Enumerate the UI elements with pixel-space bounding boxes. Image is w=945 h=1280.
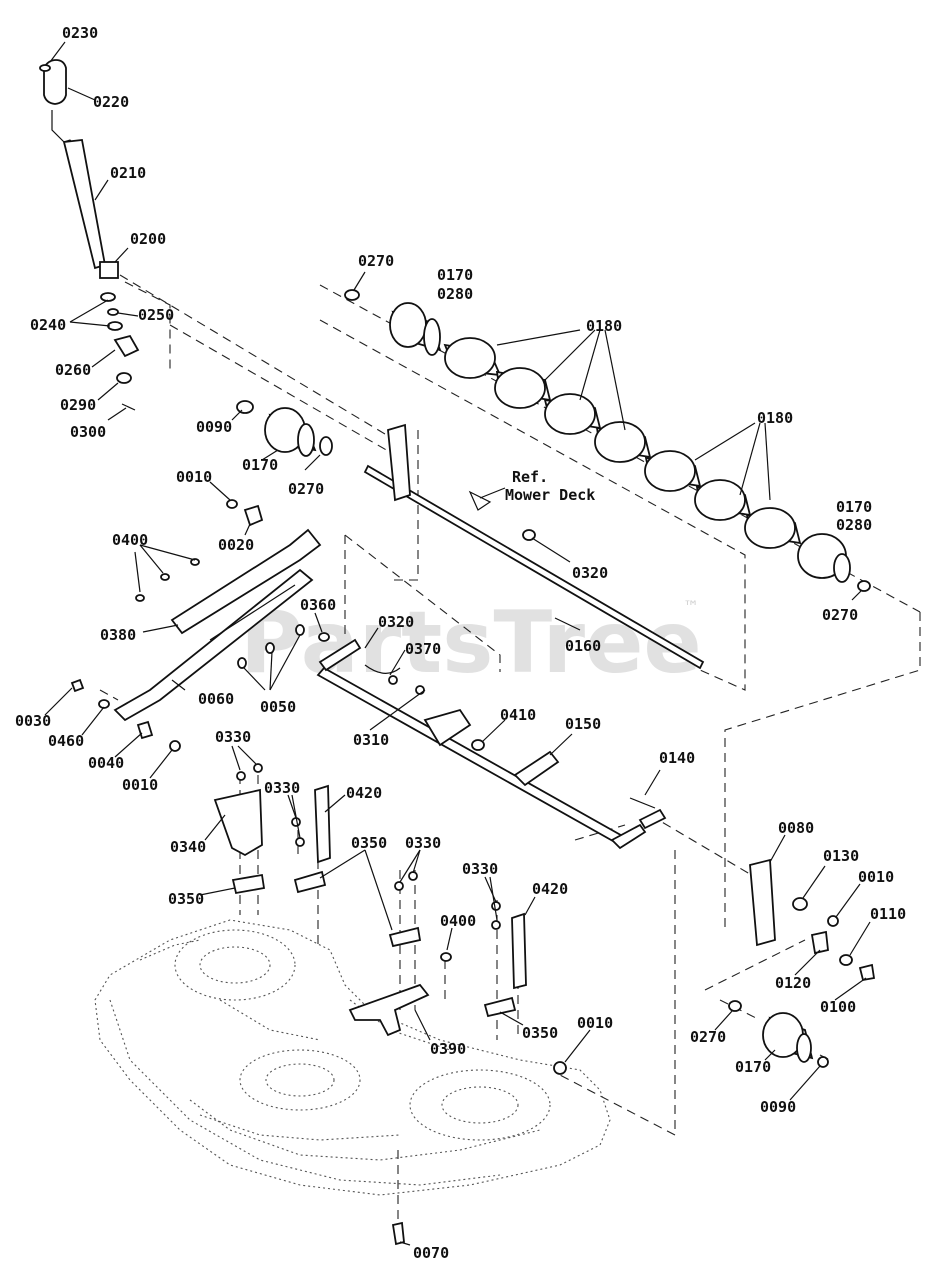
label-0080: 0080 — [778, 819, 814, 837]
label-0140: 0140 — [659, 749, 695, 767]
label-0460: 0460 — [48, 732, 84, 750]
rod-0160 — [363, 423, 705, 670]
label-0330-b: 0330 — [264, 779, 300, 797]
washer-0240a — [100, 292, 116, 302]
label-0320-right: 0320 — [572, 564, 608, 582]
label-0400-mid: 0400 — [440, 912, 476, 930]
deck-brackets — [213, 763, 567, 1246]
lift-links — [70, 499, 322, 752]
label-0340: 0340 — [170, 838, 206, 856]
label-0060: 0060 — [198, 690, 234, 708]
label-0350-mid: 0350 — [351, 834, 387, 852]
washer-0240b — [107, 321, 123, 331]
label-0420-right: 0420 — [532, 880, 568, 898]
label-0240: 0240 — [30, 316, 66, 334]
setscrew-0230 — [39, 64, 51, 72]
label-0180-top: 0180 — [586, 317, 622, 335]
label-0070: 0070 — [413, 1244, 449, 1262]
label-0050: 0050 — [260, 698, 296, 716]
label-0260: 0260 — [55, 361, 91, 379]
label-0380: 0380 — [100, 626, 136, 644]
label-0270-bottom: 0270 — [690, 1028, 726, 1046]
right-linkage — [728, 858, 876, 1068]
label-0200: 0200 — [130, 230, 166, 248]
nut-0290 — [116, 372, 132, 384]
label-0120: 0120 — [775, 974, 811, 992]
label-0010-left: 0010 — [122, 776, 158, 794]
label-0010-right: 0010 — [858, 868, 894, 886]
label-0300: 0300 — [70, 423, 106, 441]
label-0250: 0250 — [138, 306, 174, 324]
label-0270-right: 0270 — [822, 606, 858, 624]
label-0290: 0290 — [60, 396, 96, 414]
leader-lines — [44, 41, 871, 1246]
label-0410: 0410 — [500, 706, 536, 724]
label-0160: 0160 — [565, 637, 601, 655]
label-0040: 0040 — [88, 754, 124, 772]
label-0170-bottom: 0170 — [735, 1058, 771, 1076]
lever-0210 — [62, 139, 107, 270]
label-0400-left: 0400 — [112, 531, 148, 549]
label-0420-left: 0420 — [346, 784, 382, 802]
washer-0250 — [107, 308, 119, 316]
label-0150: 0150 — [565, 715, 601, 733]
label-0220: 0220 — [93, 93, 129, 111]
label-0270-left: 0270 — [288, 480, 324, 498]
ref-note-line2: Mower Deck — [505, 486, 595, 504]
label-0010-top: 0010 — [176, 468, 212, 486]
label-0280-top: 0280 — [437, 285, 473, 303]
label-0280-right: 0280 — [836, 516, 872, 534]
part-labels: 0230 0220 0210 0200 0240 0250 0260 0290 … — [15, 24, 906, 1262]
watermark: PartsTree — [240, 593, 702, 693]
label-0330-a: 0330 — [215, 728, 251, 746]
label-0360: 0360 — [300, 596, 336, 614]
label-0090-bottom: 0090 — [760, 1098, 796, 1116]
label-0310: 0310 — [353, 731, 389, 749]
label-0370: 0370 — [405, 640, 441, 658]
label-0020: 0020 — [218, 536, 254, 554]
label-0170-top: 0170 — [437, 266, 473, 284]
knob-0220 — [43, 59, 67, 105]
label-0110: 0110 — [870, 905, 906, 923]
label-0320-mid: 0320 — [378, 613, 414, 631]
lift-lever-assembly — [39, 59, 140, 411]
label-0330-c: 0330 — [405, 834, 441, 852]
label-0100: 0100 — [820, 998, 856, 1016]
label-0170-right: 0170 — [836, 498, 872, 516]
label-0270-top: 0270 — [358, 252, 394, 270]
label-0390: 0390 — [430, 1040, 466, 1058]
watermark-tm: ™ — [683, 597, 699, 616]
label-0010-bottom: 0010 — [577, 1014, 613, 1032]
ref-leader — [479, 487, 506, 499]
label-0330-d: 0330 — [462, 860, 498, 878]
label-0030: 0030 — [15, 712, 51, 730]
ref-note-line1: Ref. — [512, 468, 548, 486]
label-0350-left: 0350 — [168, 890, 204, 908]
mower-deck-outline — [94, 919, 611, 1196]
pivot-0260 — [113, 334, 140, 358]
roller-set — [344, 289, 871, 592]
label-0350-right: 0350 — [522, 1024, 558, 1042]
label-0130: 0130 — [823, 847, 859, 865]
label-0180-right: 0180 — [757, 409, 793, 427]
label-0210: 0210 — [110, 164, 146, 182]
label-0090-top: 0090 — [196, 418, 232, 436]
label-0230: 0230 — [62, 24, 98, 42]
front-roller-left — [236, 400, 333, 457]
pivot-0200 — [99, 261, 119, 279]
label-0170-left: 0170 — [242, 456, 278, 474]
